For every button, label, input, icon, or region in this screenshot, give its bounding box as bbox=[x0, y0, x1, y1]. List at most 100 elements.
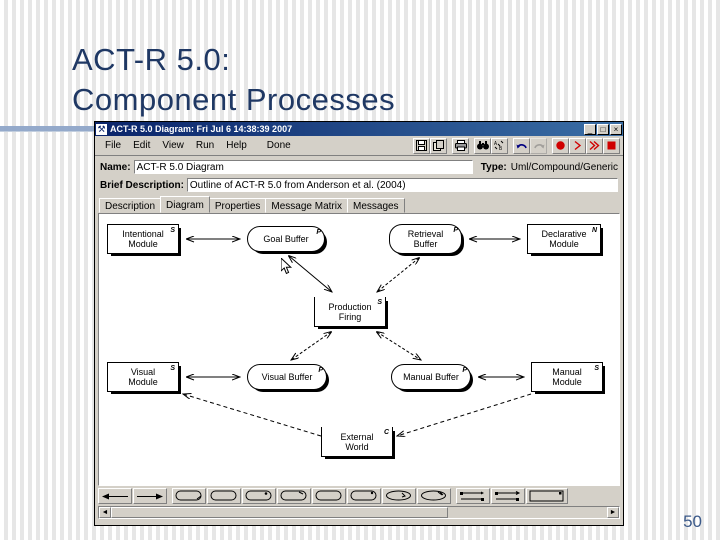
toolbar: A B bbox=[408, 137, 623, 154]
form-area: Name: ACT-R 5.0 Diagram Type: Uml/Compou… bbox=[95, 156, 623, 192]
page-title: ACT-R 5.0: Component Processes bbox=[72, 42, 396, 117]
undo-icon[interactable] bbox=[513, 137, 530, 154]
tab-diagram[interactable]: Diagram bbox=[160, 196, 210, 213]
node-marker: S bbox=[170, 365, 175, 372]
type-label: Type: bbox=[480, 161, 507, 173]
node-declarative-module[interactable]: N Declarative Module bbox=[527, 224, 601, 254]
toolbar-group-run bbox=[552, 137, 620, 154]
palette-rounded-2[interactable] bbox=[207, 488, 241, 504]
stop-icon[interactable] bbox=[603, 137, 620, 154]
palette-link-1[interactable] bbox=[456, 488, 490, 504]
scroll-right-arrow[interactable]: ► bbox=[607, 507, 619, 518]
brief-description-input[interactable]: Outline of ACT-R 5.0 from Anderson et al… bbox=[186, 178, 618, 192]
step-icon[interactable] bbox=[569, 137, 586, 154]
maximize-button[interactable]: □ bbox=[597, 123, 609, 135]
node-marker: P bbox=[462, 367, 467, 374]
node-external-world[interactable]: C External World bbox=[321, 427, 393, 457]
minimize-button[interactable]: _ bbox=[584, 123, 596, 135]
scrollbar-track[interactable] bbox=[111, 507, 607, 518]
node-label: Manual Buffer bbox=[403, 372, 459, 382]
menu-item-file[interactable]: File bbox=[105, 140, 122, 151]
palette-rounded-4[interactable] bbox=[277, 488, 311, 504]
node-manual-buffer[interactable]: P Manual Buffer bbox=[391, 364, 471, 390]
brief-description-label: Brief Description: bbox=[100, 179, 184, 191]
node-retrieval-buffer[interactable]: P Retrieval Buffer bbox=[389, 224, 462, 254]
palette-rounded-6[interactable] bbox=[347, 488, 381, 504]
node-visual-module[interactable]: S Visual Module bbox=[107, 362, 179, 392]
record-icon[interactable] bbox=[552, 137, 569, 154]
palette-ellipse-1[interactable] bbox=[382, 488, 416, 504]
node-marker: S bbox=[594, 365, 599, 372]
name-label: Name: bbox=[100, 161, 131, 173]
node-goal-buffer[interactable]: P Goal Buffer bbox=[247, 226, 325, 252]
node-label: Intentional Module bbox=[122, 229, 164, 249]
window-title: ACT-R 5.0 Diagram: Fri Jul 6 14:38:39 20… bbox=[110, 124, 293, 134]
node-marker: S bbox=[170, 227, 175, 234]
node-marker: C bbox=[383, 429, 389, 436]
redo-icon[interactable] bbox=[530, 137, 547, 154]
palette-rounded-3[interactable] bbox=[242, 488, 276, 504]
palette-rounded-1[interactable] bbox=[172, 488, 206, 504]
save-icon[interactable] bbox=[413, 137, 430, 154]
menu-bar: File Edit View Run Help Done bbox=[95, 136, 623, 156]
tab-messages[interactable]: Messages bbox=[346, 198, 405, 213]
palette-arrow-right[interactable] bbox=[133, 488, 167, 504]
copy-icon[interactable] bbox=[430, 137, 447, 154]
menu-item-done[interactable]: Done bbox=[266, 140, 291, 151]
scrollbar-thumb[interactable] bbox=[111, 507, 449, 518]
print-icon[interactable] bbox=[452, 137, 469, 154]
mouse-cursor bbox=[281, 258, 293, 275]
description-row: Brief Description: Outline of ACT-R 5.0 … bbox=[100, 178, 618, 192]
toolbar-group-history bbox=[513, 137, 547, 154]
find-icon[interactable] bbox=[474, 137, 491, 154]
menu-item-view[interactable]: View bbox=[162, 140, 184, 151]
fast-forward-icon[interactable] bbox=[586, 137, 603, 154]
tab-message-matrix[interactable]: Message Matrix bbox=[265, 198, 348, 213]
close-button[interactable]: × bbox=[610, 123, 622, 135]
node-label: Visual Module bbox=[128, 367, 158, 387]
menu-item-help[interactable]: Help bbox=[226, 140, 247, 151]
diagram-surface: S Intentional Module P Goal Buffer P Ret… bbox=[99, 214, 619, 485]
node-label: External World bbox=[340, 431, 374, 452]
node-label: Visual Buffer bbox=[261, 372, 313, 382]
node-manual-module[interactable]: S Manual Module bbox=[531, 362, 603, 392]
application-window: ⚒ ACT-R 5.0 Diagram: Fri Jul 6 14:38:39 … bbox=[94, 121, 624, 526]
name-row: Name: ACT-R 5.0 Diagram Type: Uml/Compou… bbox=[100, 160, 618, 174]
node-marker: P bbox=[316, 229, 321, 236]
node-marker: P bbox=[318, 367, 323, 374]
page-number: 50 bbox=[683, 512, 702, 531]
menu-item-run[interactable]: Run bbox=[195, 140, 215, 151]
node-visual-buffer[interactable]: P Visual Buffer bbox=[247, 364, 327, 390]
palette-link-2[interactable] bbox=[491, 488, 525, 504]
svg-text:B: B bbox=[499, 146, 502, 151]
toolbar-group-view: A B bbox=[474, 137, 508, 154]
edge-goal-production bbox=[289, 256, 332, 292]
node-production-firing[interactable]: S Production Firing bbox=[314, 297, 386, 327]
window-titlebar[interactable]: ⚒ ACT-R 5.0 Diagram: Fri Jul 6 14:38:39 … bbox=[95, 122, 623, 136]
palette-arrow-left[interactable] bbox=[98, 488, 132, 504]
diagram-canvas[interactable]: S Intentional Module P Goal Buffer P Ret… bbox=[98, 213, 620, 486]
horizontal-scrollbar[interactable]: ◄ ► bbox=[98, 506, 620, 519]
layout-icon[interactable]: A B bbox=[491, 137, 508, 154]
edge-manual-external bbox=[397, 393, 532, 436]
palette-rectangle[interactable] bbox=[526, 488, 568, 504]
tab-properties[interactable]: Properties bbox=[208, 198, 267, 213]
menu-item-edit[interactable]: Edit bbox=[133, 140, 151, 151]
edge-retrieval-production bbox=[377, 258, 419, 292]
scroll-left-arrow[interactable]: ◄ bbox=[99, 507, 111, 518]
node-marker: P bbox=[453, 227, 458, 234]
palette-rounded-5[interactable] bbox=[312, 488, 346, 504]
edge-production-visual bbox=[291, 332, 331, 360]
node-intentional-module[interactable]: S Intentional Module bbox=[107, 224, 179, 254]
edge-external-visual bbox=[183, 394, 322, 437]
name-input[interactable]: ACT-R 5.0 Diagram bbox=[133, 160, 473, 174]
toolbar-group-file bbox=[413, 137, 447, 154]
node-marker: N bbox=[591, 227, 597, 234]
toolbar-group-print bbox=[452, 137, 469, 154]
diagram-edges bbox=[99, 214, 532, 485]
edge-production-manual bbox=[377, 332, 421, 360]
tab-description[interactable]: Description bbox=[99, 198, 162, 213]
palette-ellipse-2[interactable] bbox=[417, 488, 451, 504]
type-value: Uml/Compound/Generic bbox=[510, 161, 618, 173]
